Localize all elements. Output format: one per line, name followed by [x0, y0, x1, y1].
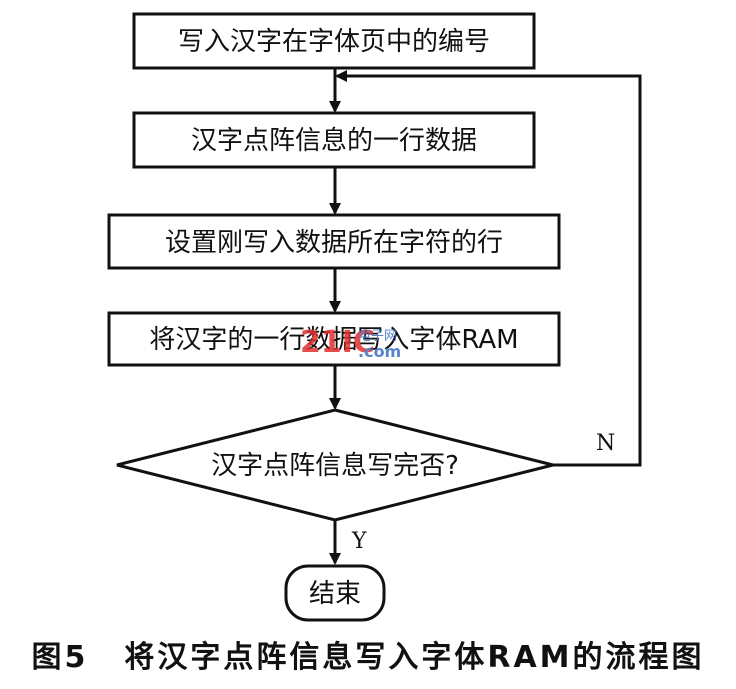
caption-title: 将汉字点阵信息写入字体RAM的流程图 — [124, 640, 705, 675]
caption-number: 图5 — [31, 640, 89, 675]
step-label-3: 设置刚写入数据所在字符的行 — [165, 228, 503, 258]
site-watermark-logo: 21IC 电子网 .com — [300, 325, 401, 360]
figure-caption: 图5 将汉字点阵信息写入字体RAM的流程图 — [0, 632, 736, 676]
loop-back-arrow — [335, 70, 642, 467]
end-label: 结束 — [309, 579, 361, 609]
watermark-domain: .com — [358, 342, 402, 361]
step-box-1 — [132, 12, 536, 70]
step-label-2: 汉字点阵信息的一行数据 — [191, 126, 477, 156]
branch-yes-label: Y — [351, 529, 367, 554]
step-box-4 — [107, 311, 561, 367]
end-terminator — [284, 564, 386, 622]
decision-diamond — [116, 408, 554, 522]
branch-no-label: N — [596, 431, 615, 456]
step-box-2 — [132, 111, 536, 169]
step-box-3 — [107, 213, 561, 270]
decision-label: 汉字点阵信息写完否? — [211, 451, 459, 481]
watermark-main: 21IC — [300, 325, 375, 360]
watermark-sub: 电子网 — [358, 329, 398, 344]
flowchart: 写入汉字在字体页中的编号 汉字点阵信息的一行数据 设置刚写入数据所在字符的行 将… — [107, 12, 642, 622]
step-label-4: 将汉字的一行数据写入字体RAM — [149, 325, 518, 355]
step-label-1: 写入汉字在字体页中的编号 — [178, 27, 490, 57]
